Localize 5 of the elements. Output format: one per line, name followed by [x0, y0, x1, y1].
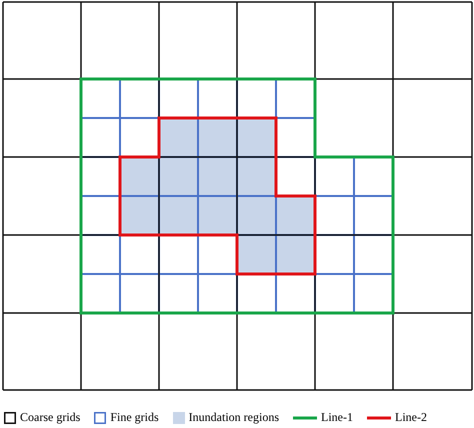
legend-label: Line-1 [321, 410, 353, 425]
legend-label: Inundation regions [188, 410, 279, 425]
legend-label: Line-2 [395, 410, 427, 425]
legend-label: Fine grids [110, 410, 159, 425]
legend-label: Coarse grids [20, 410, 80, 425]
